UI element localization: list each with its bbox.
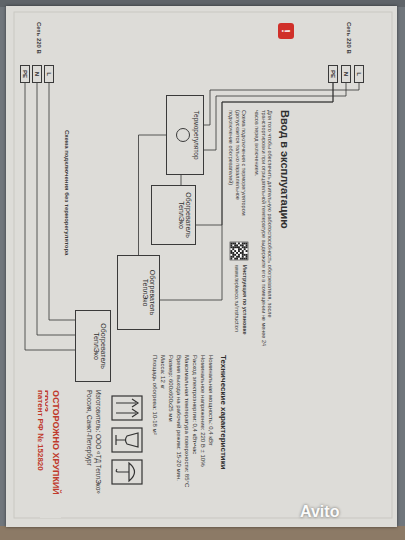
box-label: Обогреватель ТеплЭко — [178, 189, 192, 241]
mains-label: Сеть 220 В — [345, 22, 352, 54]
printed-panel: LNPEТерморегуляторОбогреватель ТеплЭкоОб… — [12, 10, 394, 520]
terminal-box: PE — [20, 65, 30, 83]
wire — [25, 83, 75, 350]
patent-text: патент РФ № 152820 — [36, 390, 45, 471]
spec-line: Расход электроэнергии: 0,4 кВт•час — [191, 355, 198, 454]
heater-box: Обогреватель ТеплЭко — [117, 255, 160, 330]
qr-code — [230, 242, 248, 260]
terminal-name: PE — [330, 68, 336, 80]
spec-line: Площадь обогрева: 10-18 м² — [151, 355, 158, 435]
terminal-name: N — [34, 68, 40, 80]
terminal-name: N — [343, 68, 349, 80]
this-way-up-symbol — [112, 396, 142, 420]
url-text: www.teploeco.ru/instruction — [234, 265, 240, 332]
wire — [181, 175, 182, 185]
scheme-title: Схема подключения без терморегулятора — [63, 130, 70, 255]
terminal-name: L — [46, 68, 52, 80]
section-heading: Технические характеристики — [219, 355, 228, 470]
spec-line: Масса: 12 кг — [159, 355, 166, 389]
box-label: Обогреватель ТеплЭко — [93, 314, 107, 378]
scheme-title: Схема подключения с терморегулятором (до… — [228, 110, 247, 235]
heater-box: Обогреватель ТеплЭко — [75, 310, 111, 382]
terminal-box: PE — [328, 65, 338, 83]
fragile-symbol — [112, 428, 142, 452]
box-label: Терморегулятор — [193, 99, 200, 171]
spec-line: Максимальная температура поверхности: 85… — [183, 355, 190, 487]
thermostat-box: Терморегулятор — [166, 95, 204, 175]
spec-line: Время выхода на рабочий режим: 15-20 мин… — [175, 355, 182, 481]
maker-text: Россия, Санкт-Петербург — [85, 390, 93, 466]
instruction-note: Инструкция по установке — [242, 265, 248, 334]
terminal-name: L — [356, 68, 362, 80]
section-heading: Ввод в эксплуатацию — [278, 110, 291, 229]
box-label: Обогреватель ТеплЭко — [142, 259, 156, 326]
wire — [37, 83, 75, 335]
heater-box: Обогреватель ТеплЭко — [151, 185, 196, 245]
thermostat-dial — [176, 128, 190, 142]
terminal-box: N — [32, 65, 42, 83]
keep-dry-symbol — [112, 460, 142, 484]
terminal-name: PE — [22, 68, 28, 80]
wire — [49, 83, 75, 320]
print-border — [14, 12, 392, 518]
maker-text: Изготовитель: ООО «ТД ТеплЭко» — [94, 390, 102, 494]
spec-line: Размер: 600х600х25 мм — [167, 355, 174, 422]
terminal-box: N — [341, 65, 351, 83]
spec-line: Номинальное напряжение: 220 В ± 10% — [199, 355, 206, 467]
note-text: Для того чтобы обеспечить длительную раб… — [254, 110, 273, 360]
warning-icon: ! — [278, 23, 294, 39]
terminal-box: L — [44, 65, 54, 83]
spec-line: Номинальная мощность: 0,4 кВт — [207, 355, 214, 445]
terminal-box: L — [354, 65, 364, 83]
mains-label: Сеть 220 В — [35, 22, 42, 54]
watermark: Avito — [300, 503, 339, 521]
wire — [204, 83, 346, 150]
